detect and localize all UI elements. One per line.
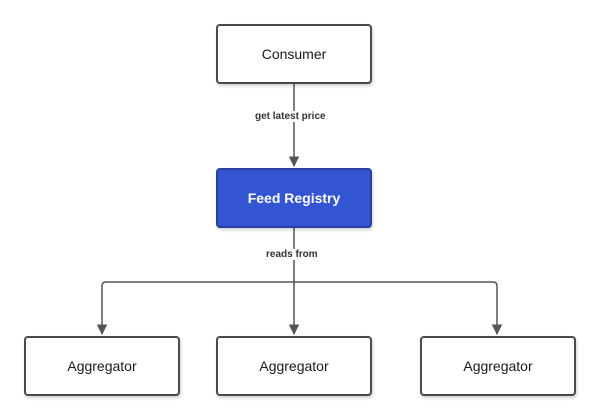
edge-label-get-latest-price: get latest price (252, 111, 329, 122)
edge-label-reads-from: reads from (263, 249, 321, 260)
aggregator-node-2[interactable]: Aggregator (216, 336, 372, 396)
aggregator-node-3[interactable]: Aggregator (420, 336, 576, 396)
edge-branch-horizontal (101, 281, 498, 287)
aggregator-node-1[interactable]: Aggregator (24, 336, 180, 396)
feed-registry-node[interactable]: Feed Registry (216, 168, 372, 228)
consumer-node[interactable]: Consumer (216, 24, 372, 84)
